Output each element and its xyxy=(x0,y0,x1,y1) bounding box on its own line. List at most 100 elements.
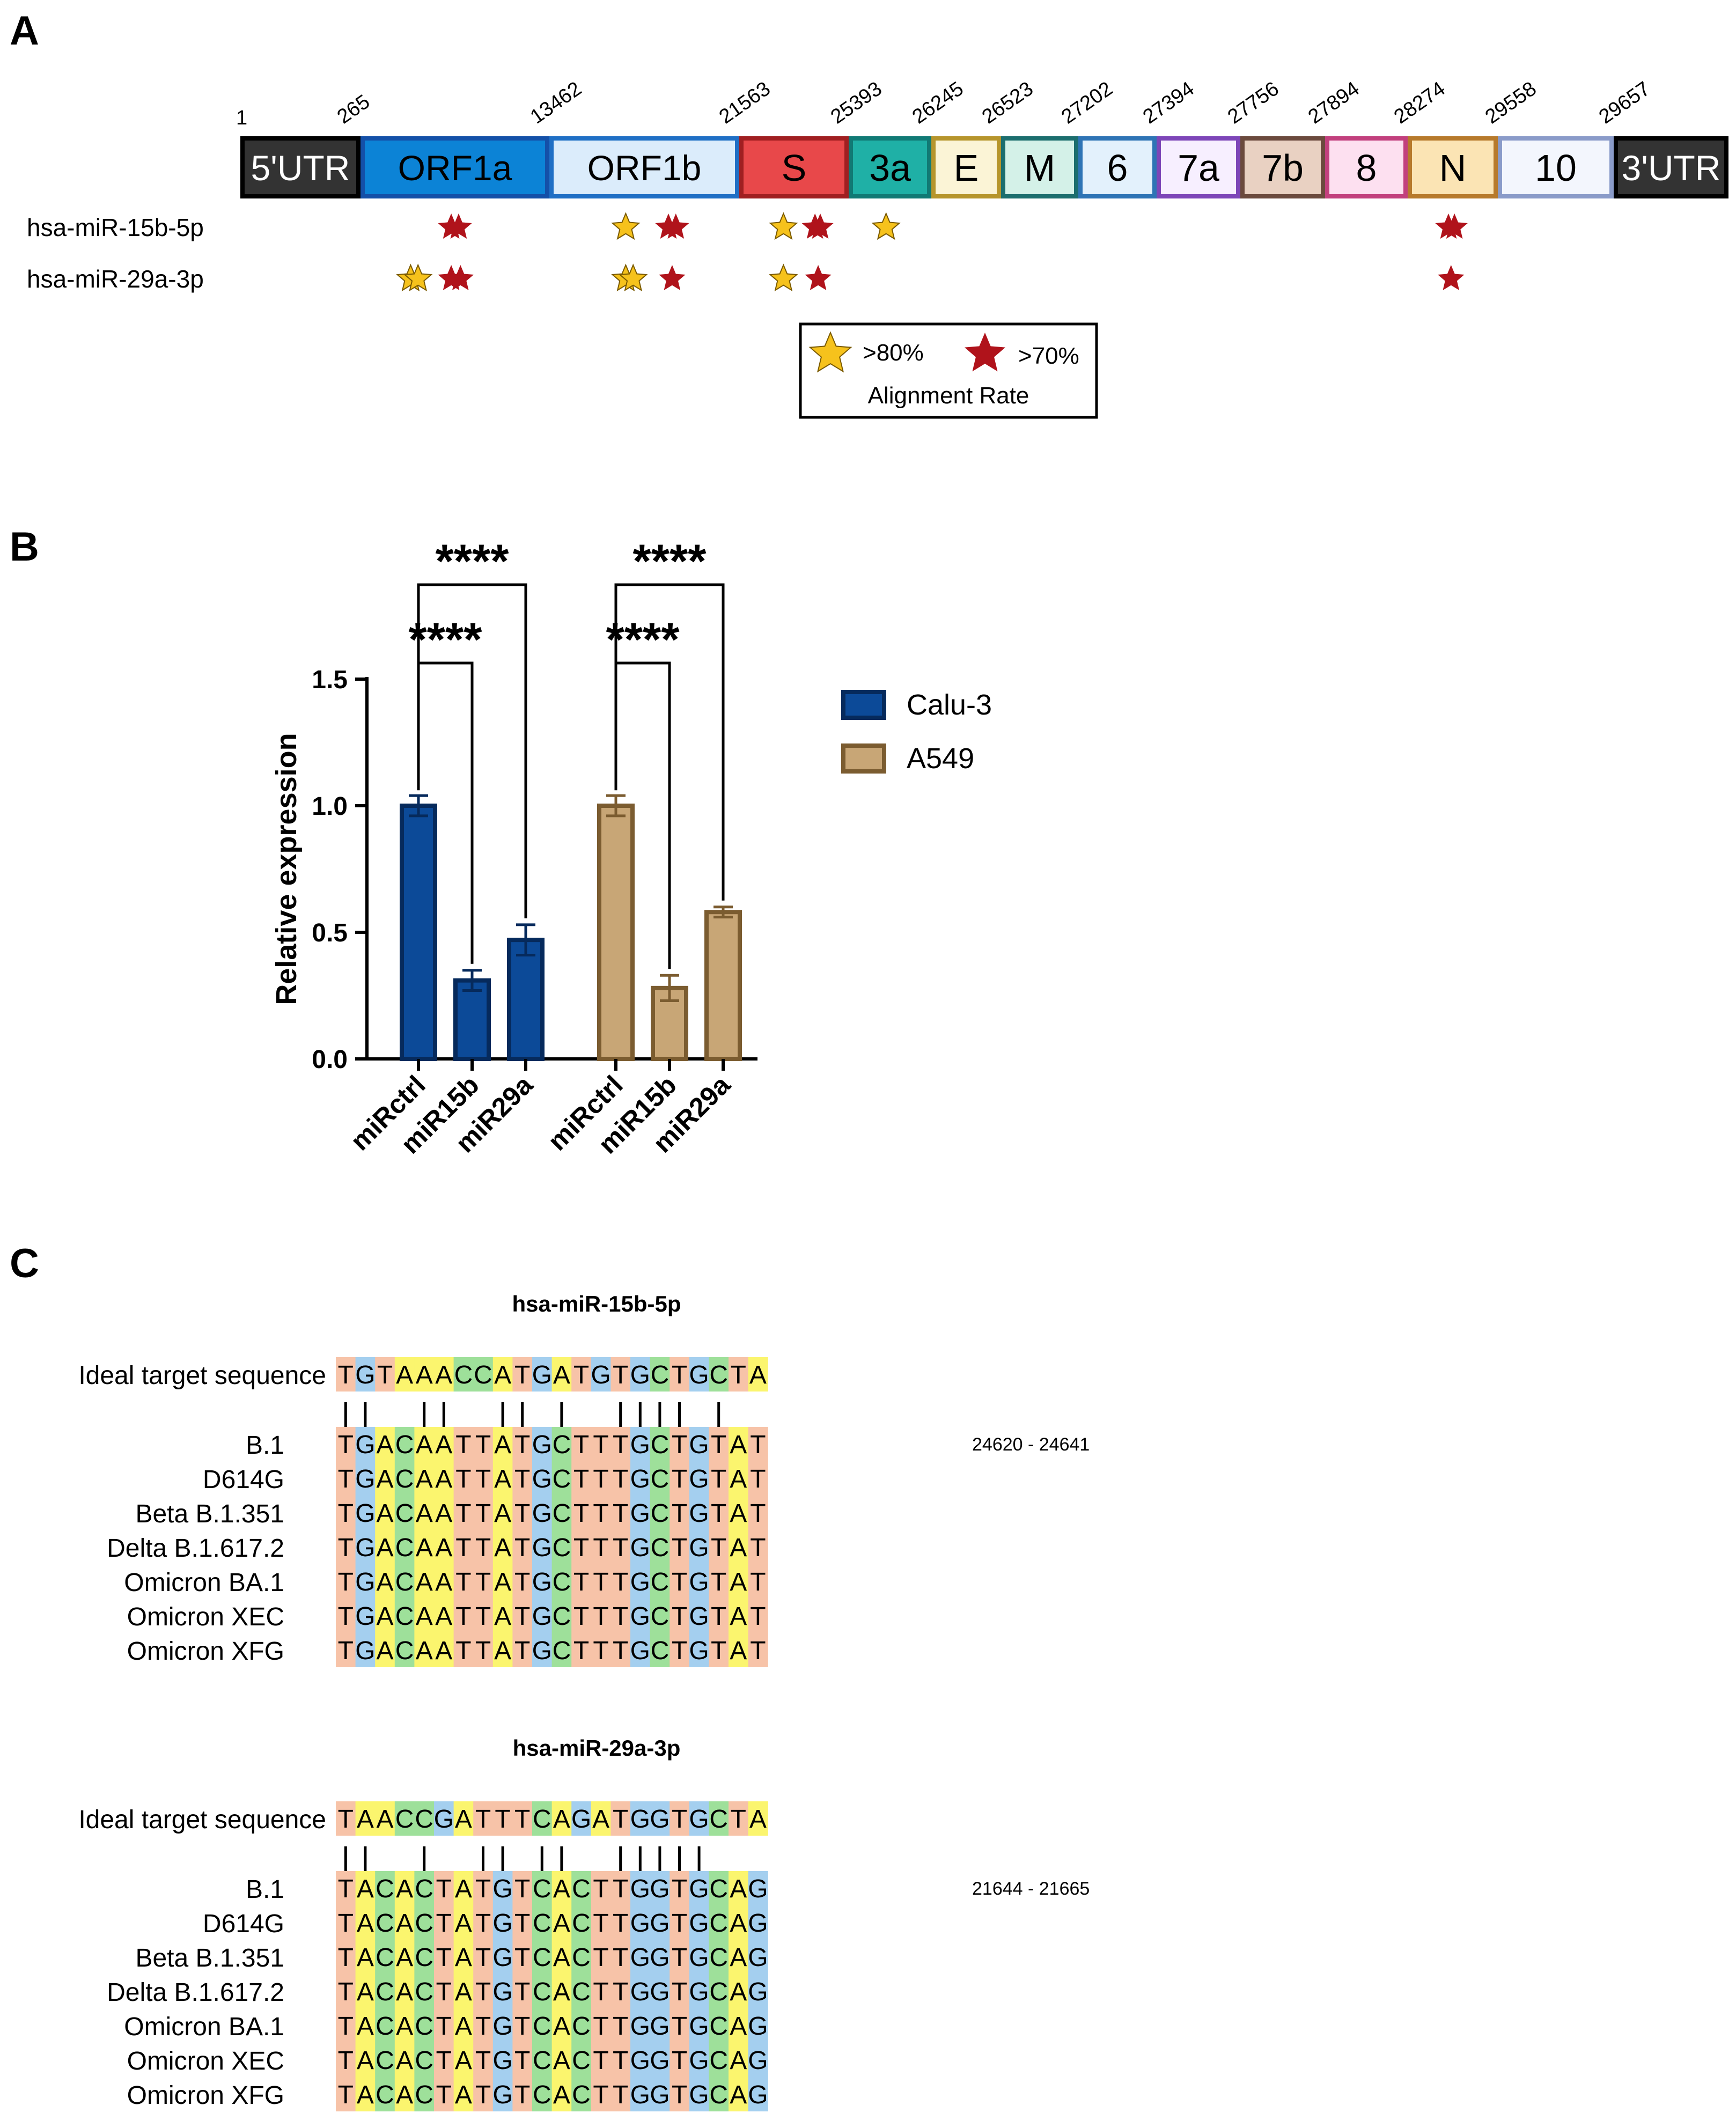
base-cell xyxy=(434,1801,454,1836)
base-cell xyxy=(394,1905,415,1940)
base-cell xyxy=(630,1801,651,1836)
alignment-title: hsa-miR-15b-5p xyxy=(512,1291,681,1316)
base-cell xyxy=(512,1871,533,1905)
mirna-row-label: hsa-miR-15b-5p xyxy=(27,213,204,241)
variant-base: C xyxy=(572,2046,591,2075)
base-cell xyxy=(512,1357,533,1392)
variant-base: A xyxy=(494,1465,511,1493)
gene-label-6: M xyxy=(1024,147,1055,189)
base-cell xyxy=(709,1905,729,1940)
base-cell xyxy=(492,1427,513,1461)
base-cell xyxy=(729,1974,749,2008)
variant-base: C xyxy=(415,2046,433,2075)
variant-label: Omicron BA.1 xyxy=(124,2013,284,2041)
base-cell xyxy=(670,1599,690,1633)
variant-base: A xyxy=(730,1499,747,1528)
base-cell xyxy=(571,1461,592,1496)
base-cell xyxy=(394,1461,415,1496)
base-cell xyxy=(689,1461,709,1496)
base-cell xyxy=(591,1905,611,1940)
base-cell xyxy=(434,1461,454,1496)
gene-box-12 xyxy=(1498,136,1614,198)
base-cell xyxy=(336,1530,356,1564)
variant-base: T xyxy=(711,1602,726,1631)
base-cell xyxy=(748,1974,768,2008)
base-cell xyxy=(336,1496,356,1530)
legend-box xyxy=(799,322,1098,419)
variant-base: G xyxy=(650,1978,670,2006)
variant-base: T xyxy=(338,1568,354,1596)
base-cell xyxy=(492,1357,513,1392)
base-cell xyxy=(512,1599,533,1633)
base-cell xyxy=(532,1871,553,1905)
variant-base: T xyxy=(573,1568,589,1596)
ideal-base: A xyxy=(553,1361,570,1389)
ideal-base: A xyxy=(553,1805,570,1834)
base-cell xyxy=(453,1496,474,1530)
base-cell xyxy=(453,2077,474,2111)
base-cell xyxy=(492,1905,513,1940)
base-cell xyxy=(512,2043,533,2077)
base-cell xyxy=(375,1974,395,2008)
genome-position-label: 27202 xyxy=(1057,77,1117,128)
variant-base: G xyxy=(650,2046,670,2075)
variant-base: T xyxy=(573,1602,589,1631)
genome-position-label: 29657 xyxy=(1595,77,1654,128)
base-cell xyxy=(375,1599,395,1633)
variant-base: C xyxy=(651,1602,670,1631)
ideal-base: T xyxy=(377,1361,393,1389)
variant-base: A xyxy=(357,1909,374,1938)
ideal-base: G xyxy=(689,1805,709,1834)
variant-label: Omicron XFG xyxy=(127,2081,284,2110)
variant-base: A xyxy=(494,1602,511,1631)
base-cell xyxy=(414,1461,435,1496)
base-cell xyxy=(492,1461,513,1496)
variant-base: C xyxy=(395,1431,414,1459)
variant-base: G xyxy=(748,1909,768,1938)
ideal-base: T xyxy=(731,1361,746,1389)
base-cell xyxy=(355,1940,376,1974)
base-cell xyxy=(748,2008,768,2043)
variant-base: T xyxy=(593,2012,608,2041)
base-cell xyxy=(729,1940,749,1974)
variant-base: G xyxy=(748,1875,768,1903)
y-axis-label: Relative expression xyxy=(270,733,303,1005)
variant-base: T xyxy=(613,1431,628,1459)
bar xyxy=(400,804,437,1061)
base-cell xyxy=(355,2008,376,2043)
variant-base: G xyxy=(689,1602,709,1631)
gene-box-13 xyxy=(1614,136,1728,198)
variant-base: A xyxy=(730,1637,747,1665)
base-cell xyxy=(610,1564,631,1599)
base-cell xyxy=(434,1530,454,1564)
base-cell xyxy=(729,1871,749,1905)
gene-label-2: ORF1b xyxy=(587,148,702,188)
base-cell xyxy=(414,1357,435,1392)
variant-base: T xyxy=(455,1534,471,1562)
genome-position-label: 1 xyxy=(236,107,247,129)
base-cell xyxy=(729,2077,749,2111)
base-cell xyxy=(414,2043,435,2077)
variant-base: C xyxy=(376,2012,394,2041)
variant-base: T xyxy=(514,1637,530,1665)
base-cell xyxy=(650,1357,670,1392)
base-cell xyxy=(670,1357,690,1392)
variant-base: A xyxy=(494,1499,511,1528)
variant-base: C xyxy=(651,1534,670,1562)
base-cell xyxy=(748,2077,768,2111)
ideal-base: G xyxy=(434,1805,454,1834)
variant-base: A xyxy=(730,1465,747,1493)
base-cell xyxy=(610,2043,631,2077)
variant-base: A xyxy=(553,2081,570,2109)
panel-label-b: B xyxy=(10,524,39,570)
genome-position-label: 27756 xyxy=(1224,77,1283,128)
variant-base: T xyxy=(514,2046,530,2075)
variant-base: T xyxy=(672,1978,687,2006)
base-cell xyxy=(336,1905,356,1940)
variant-base: T xyxy=(455,1602,471,1631)
variant-base: C xyxy=(553,1602,571,1631)
variant-base: T xyxy=(475,2046,491,2075)
variant-base: T xyxy=(750,1499,766,1528)
variant-base: T xyxy=(338,1465,354,1493)
ideal-base: G xyxy=(630,1805,650,1834)
